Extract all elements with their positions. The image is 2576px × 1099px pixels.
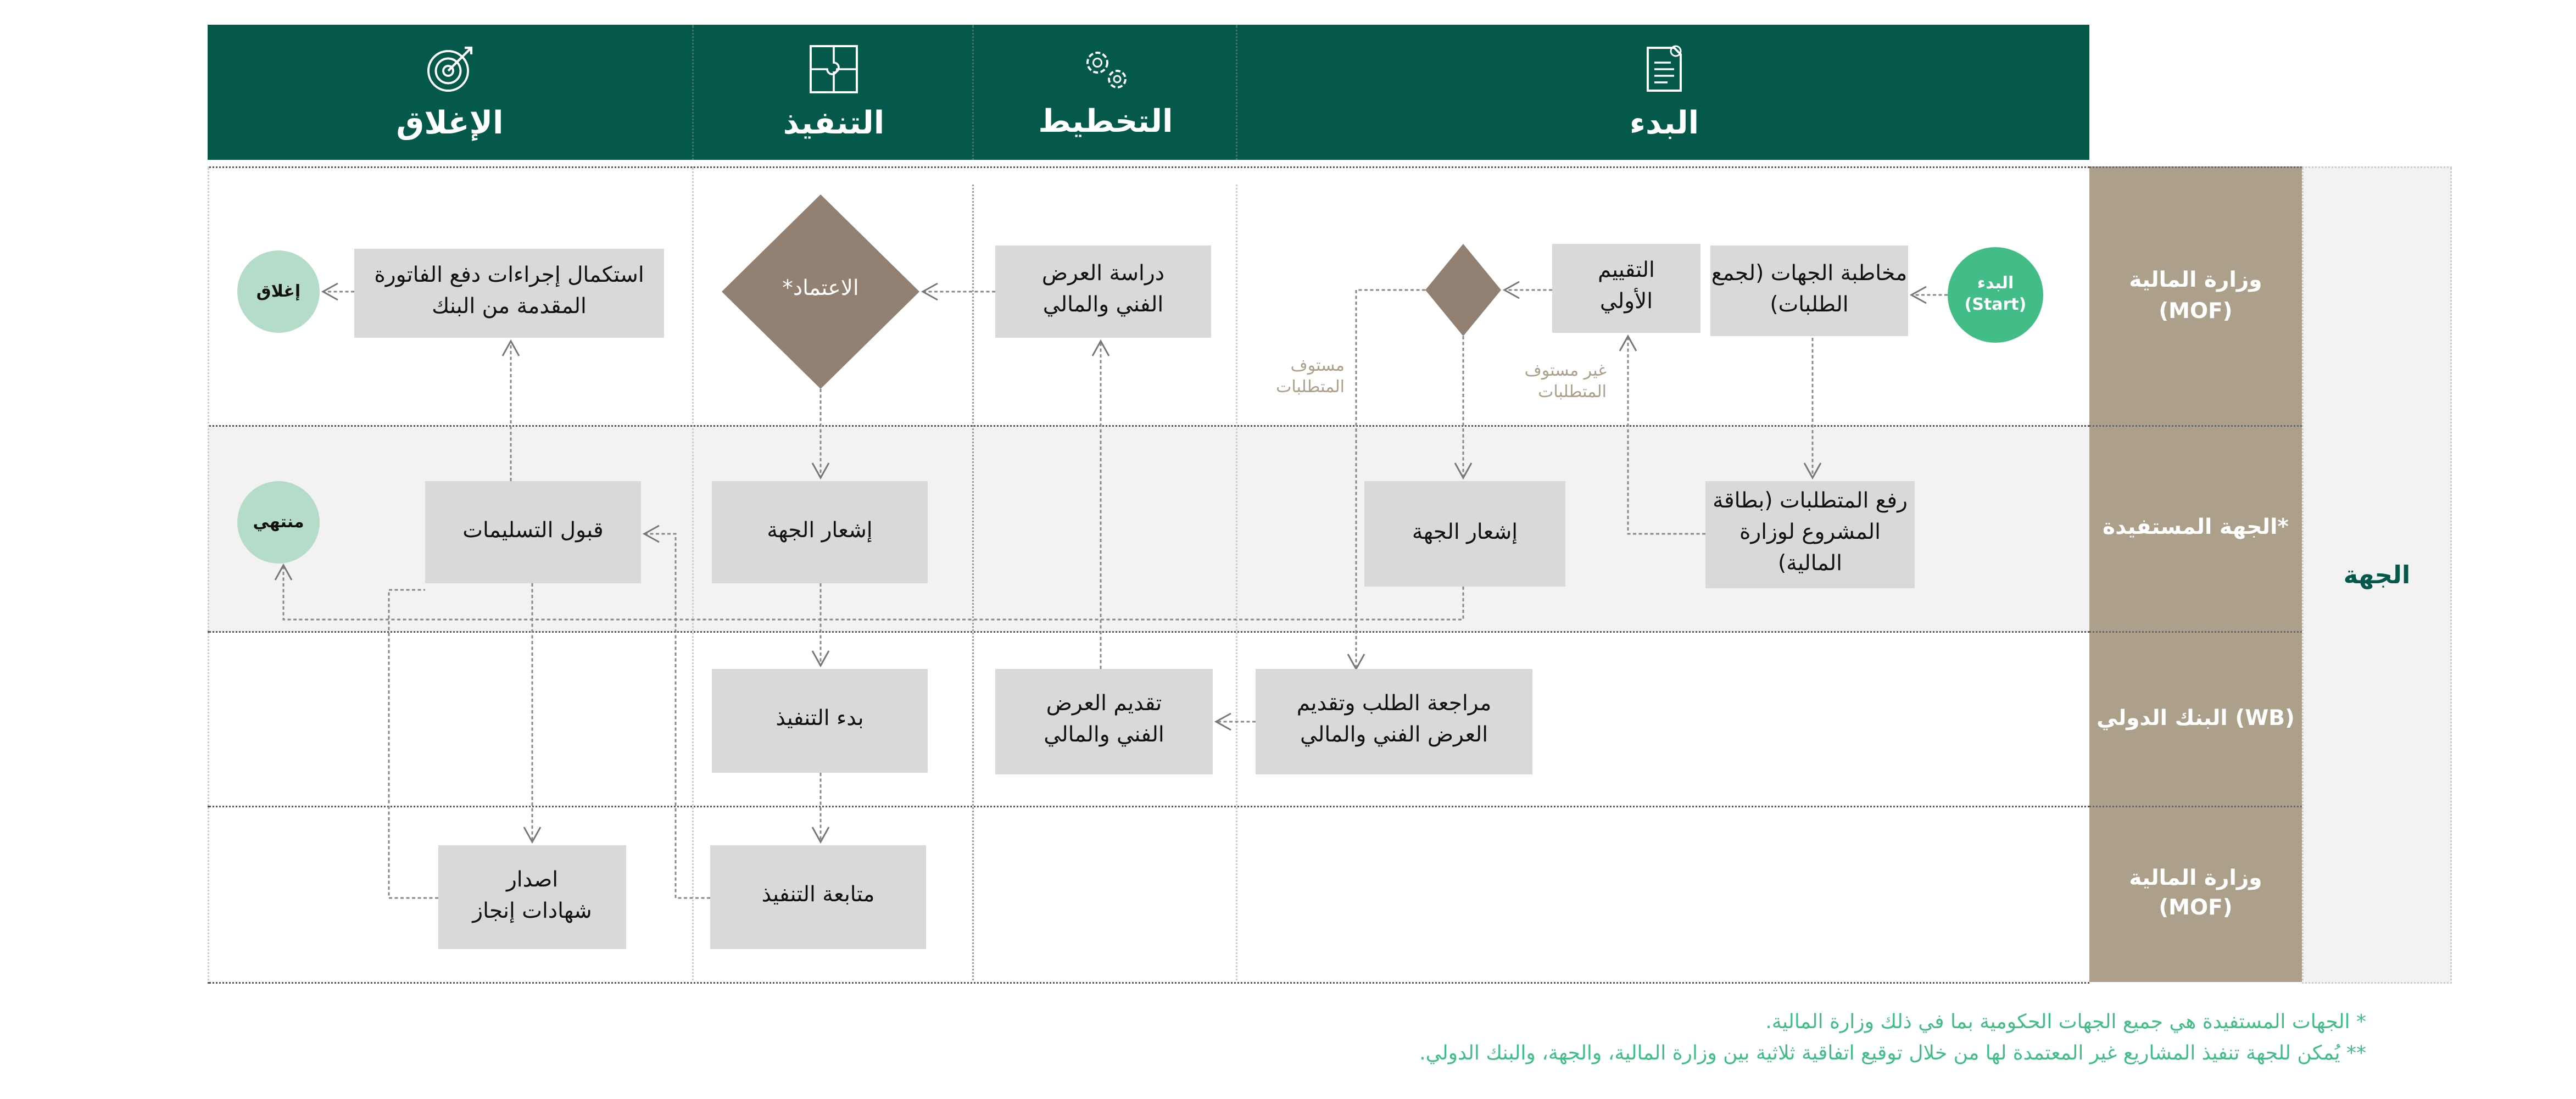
ended-node: منتهي <box>237 481 320 564</box>
lane-label-mof: وزارة المالية (MOF) <box>2089 166 2302 427</box>
lane-label-beneficiary: الجهة المستفيدة* <box>2089 425 2302 633</box>
submit-offer-step: تقديم العرض الفني والمالي <box>995 669 1213 774</box>
lane-world-bank <box>208 631 2089 807</box>
notify-entity-step: إشعار الجهة <box>1364 481 1565 587</box>
study-offer-step: دراسة العرض الفني والمالي <box>995 246 1211 338</box>
issue-certificates-step: اصدار شهادات إنجاز <box>438 845 626 949</box>
footnote-2: ** يُمكن للجهة تنفيذ المشاريع غير المعتم… <box>1419 1041 2366 1064</box>
accept-deliverables-step: قبول التسليمات <box>425 481 641 583</box>
puzzle-icon <box>810 45 858 93</box>
notify-entity-step-2: إشعار الجهة <box>712 481 928 583</box>
phase-execution: التنفيذ <box>692 25 974 160</box>
arrow-follow-accept <box>642 525 710 899</box>
line-certificates-accept <box>388 589 438 899</box>
phase-initiation: البدء <box>1236 25 2091 160</box>
arrow-notify-ended <box>274 563 1464 621</box>
follow-implementation-step: متابعة التنفيذ <box>710 845 926 949</box>
not-meets-requirements-label: غير مستوف المتطلبات <box>1524 362 1607 402</box>
approval-label: الاعتماد* <box>782 277 859 302</box>
upload-requirements-step: رفع المتطلبات (بطاقة المشروع لوزارة الما… <box>1705 481 1915 588</box>
contact-entities-step: مخاطبة الجهات (لجمع الطلبات) <box>1710 246 1908 336</box>
lane-mof-2 <box>208 806 2089 984</box>
lane-label-mof-2: وزارة المالية (MOF) <box>2089 806 2302 982</box>
requirements-decision <box>1425 244 1501 336</box>
footnote-1: * الجهات المستفيدة هي جميع الجهات الحكوم… <box>1765 1010 2366 1033</box>
phase-closing: الإغلاق <box>208 25 692 160</box>
group-label: الجهة <box>2302 166 2452 984</box>
gears-icon <box>1086 52 1127 88</box>
start-node: البدء (Start) <box>1948 247 2043 343</box>
meets-requirements-label: مستوف المتطلبات <box>1276 358 1345 397</box>
start-implementation-step: بدء التنفيذ <box>712 669 928 773</box>
review-request-step: مراجعة الطلب وتقديم العرض الفني والمالي <box>1256 669 1532 774</box>
complete-payment-step: استكمال إجراءات دفع الفاتورة المقدمة من … <box>354 249 664 338</box>
initial-evaluation-step: التقييم الأولي <box>1552 244 1700 333</box>
close-node: إغلاق <box>237 250 320 333</box>
lane-mof-1 <box>208 166 2089 427</box>
phase-planning: التخطيط <box>972 25 1237 160</box>
approval-decision <box>722 194 919 389</box>
arrow-decision-review <box>1347 289 1425 671</box>
target-icon <box>427 46 473 92</box>
document-icon <box>1647 45 1682 92</box>
lane-label-world-bank: البنك الدولي (WB) <box>2089 631 2302 807</box>
arrow-upload-eval <box>1619 334 1705 535</box>
phase-header: البدء التخطيط التنفيذ الإغلاق <box>208 25 2089 160</box>
